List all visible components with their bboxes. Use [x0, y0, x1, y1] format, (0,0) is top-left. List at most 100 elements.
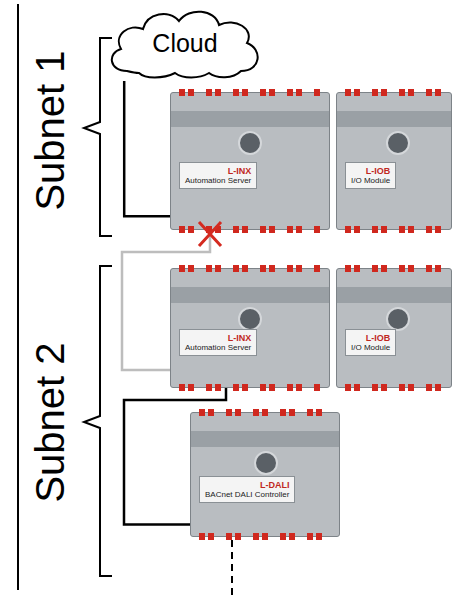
network-cable	[124, 81, 170, 216]
terminal	[260, 226, 266, 233]
terminal	[296, 265, 302, 272]
model-description: I/O Module	[351, 176, 390, 185]
terminal	[408, 265, 414, 272]
model-description: I/O Module	[351, 343, 390, 352]
terminal	[345, 265, 351, 272]
terminal	[179, 384, 185, 391]
terminal	[215, 89, 221, 96]
terminal	[381, 89, 387, 96]
jog-dial	[254, 451, 278, 475]
terminal	[269, 265, 275, 272]
terminal	[307, 409, 313, 416]
terminal	[399, 89, 405, 96]
model-name: L-DALI	[205, 480, 289, 490]
terminal	[206, 265, 212, 272]
label-plate: L-IOBI/O Module	[345, 329, 396, 356]
terminal	[296, 89, 302, 96]
terminal	[381, 384, 387, 391]
cloud-shape: Cloud	[105, 5, 265, 81]
terminal	[408, 226, 414, 233]
terminal	[179, 226, 185, 233]
terminal	[314, 265, 320, 272]
terminal	[381, 226, 387, 233]
terminal	[179, 265, 185, 272]
terminal	[280, 533, 286, 540]
housing-strip	[337, 287, 451, 303]
terminal	[399, 265, 405, 272]
terminal	[426, 384, 432, 391]
terminal	[354, 226, 360, 233]
terminal	[253, 409, 259, 416]
label-plate: L-IOBI/O Module	[345, 162, 396, 189]
terminal	[399, 226, 405, 233]
terminal	[233, 226, 239, 233]
terminal	[260, 89, 266, 96]
terminal	[215, 384, 221, 391]
terminal	[208, 533, 214, 540]
controller-module: L-DALIBACnet DALI Controller	[190, 412, 340, 537]
terminal	[208, 409, 214, 416]
terminal	[206, 89, 212, 96]
terminal	[280, 409, 286, 416]
terminal	[287, 226, 293, 233]
housing-strip	[171, 111, 329, 127]
terminal	[269, 89, 275, 96]
terminal	[242, 226, 248, 233]
terminal	[188, 384, 194, 391]
terminal	[381, 265, 387, 272]
terminal	[372, 89, 378, 96]
terminal	[354, 89, 360, 96]
terminal	[233, 265, 239, 272]
terminal	[199, 409, 205, 416]
terminal	[269, 226, 275, 233]
terminal	[179, 89, 185, 96]
terminal	[260, 384, 266, 391]
controller-module: L-INXAutomation Server	[170, 268, 330, 388]
subnet-label: Subnet 1	[28, 50, 73, 210]
label-plate: L-INXAutomation Server	[179, 162, 257, 189]
model-name: L-INX	[185, 333, 251, 343]
model-name: L-INX	[185, 166, 251, 176]
terminal	[316, 409, 322, 416]
model-description: Automation Server	[185, 343, 251, 352]
terminal	[287, 265, 293, 272]
controller-module: L-INXAutomation Server	[170, 92, 330, 230]
terminal	[215, 265, 221, 272]
terminal	[372, 226, 378, 233]
terminal	[372, 265, 378, 272]
jog-dial	[386, 131, 410, 155]
model-description: Automation Server	[185, 176, 251, 185]
jog-dial	[238, 307, 262, 331]
subnet-label: Subnet 2	[28, 342, 73, 502]
terminal	[289, 409, 295, 416]
housing-strip	[191, 431, 339, 447]
terminal	[242, 384, 248, 391]
model-name: L-IOB	[351, 166, 390, 176]
terminal	[199, 533, 205, 540]
bus-continuation	[231, 540, 233, 596]
terminal	[345, 89, 351, 96]
terminal	[435, 384, 441, 391]
terminal	[226, 409, 232, 416]
cloud-label: Cloud	[105, 29, 265, 58]
housing-strip	[171, 287, 329, 303]
terminal	[399, 384, 405, 391]
terminal	[316, 533, 322, 540]
terminal	[188, 89, 194, 96]
terminal	[296, 384, 302, 391]
terminal	[354, 265, 360, 272]
controller-module: L-IOBI/O Module	[336, 268, 452, 388]
terminal	[287, 89, 293, 96]
terminal	[269, 384, 275, 391]
terminal	[345, 226, 351, 233]
controller-module: L-IOBI/O Module	[336, 92, 452, 230]
terminal	[314, 89, 320, 96]
terminal	[435, 226, 441, 233]
jog-dial	[238, 131, 262, 155]
terminal	[426, 226, 432, 233]
terminal	[435, 89, 441, 96]
terminal	[235, 533, 241, 540]
terminal	[408, 89, 414, 96]
subnet-axis	[17, 4, 19, 590]
terminal	[262, 409, 268, 416]
